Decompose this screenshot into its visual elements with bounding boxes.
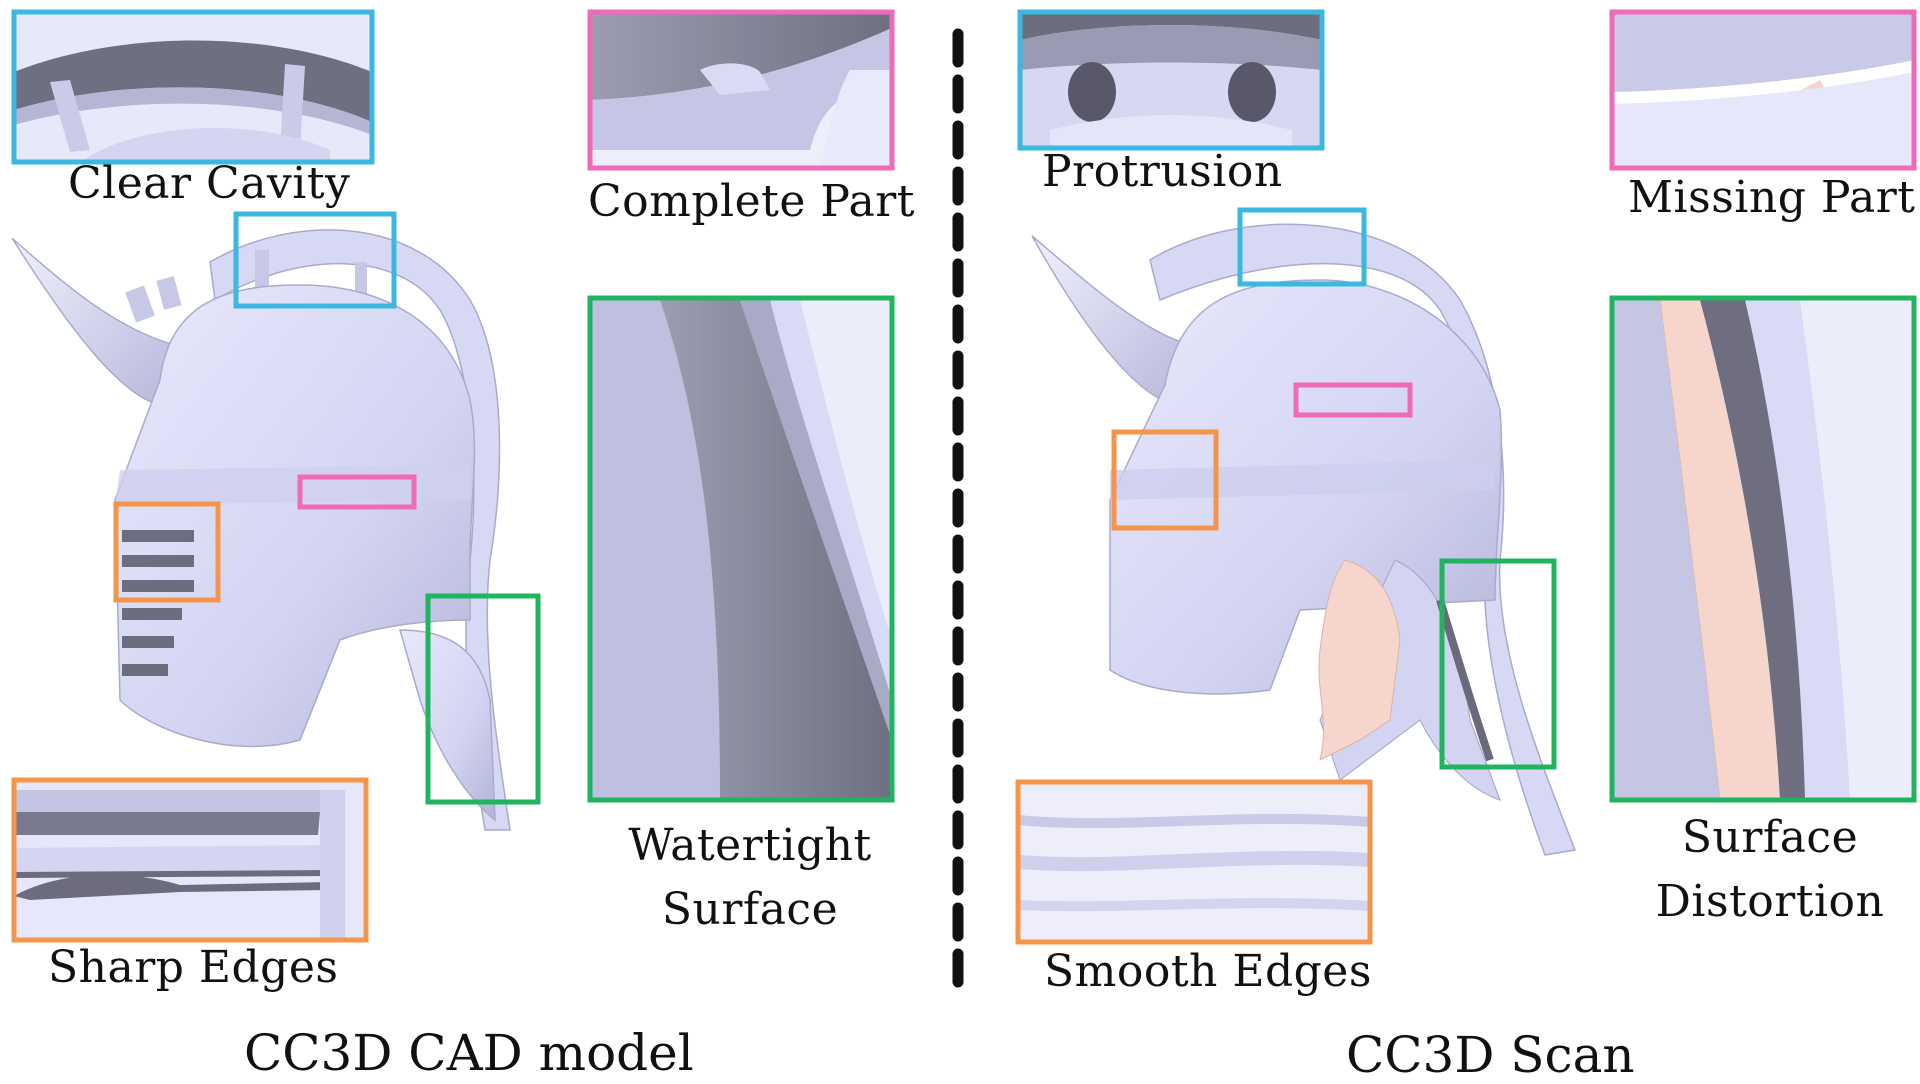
label-distortion-line2: Distortion	[1655, 876, 1885, 927]
label-sharp-edges: Sharp Edges	[48, 942, 339, 993]
label-missing-part: Missing Part	[1628, 172, 1916, 223]
scan-part-marker	[1293, 382, 1413, 418]
missing-part-zoom	[1609, 9, 1917, 171]
cad-caption: CC3D CAD model	[244, 1024, 694, 1082]
scan-protrusion-marker	[1237, 207, 1367, 287]
cad-surface-marker	[425, 593, 541, 805]
surface-distortion-zoom	[1609, 295, 1917, 803]
scan-edges-marker	[1111, 429, 1219, 531]
sharp-edges-zoom	[11, 777, 369, 943]
cad-part-marker	[297, 474, 417, 510]
scan-distortion-marker	[1439, 558, 1557, 770]
label-protrusion: Protrusion	[1042, 146, 1283, 197]
complete-part-zoom	[587, 9, 895, 171]
scan-helmet-render	[1031, 223, 1577, 856]
smooth-edges-zoom	[1015, 779, 1373, 945]
cad-edges-marker	[113, 501, 221, 603]
label-watertight-line1: Watertight	[628, 820, 872, 871]
clear-cavity-zoom	[11, 9, 375, 165]
label-distortion-line1: Surface	[1681, 812, 1859, 863]
label-watertight-line2: Surface	[661, 884, 839, 935]
protrusion-zoom	[1017, 9, 1325, 151]
scan-caption: CC3D Scan	[1346, 1026, 1635, 1084]
cad-helmet-render	[11, 229, 511, 831]
cad-cavity-marker	[233, 211, 397, 309]
watertight-surface-zoom	[587, 295, 895, 803]
label-complete-part: Complete Part	[588, 176, 915, 227]
label-smooth-edges: Smooth Edges	[1044, 946, 1372, 997]
label-clear-cavity: Clear Cavity	[68, 158, 351, 209]
